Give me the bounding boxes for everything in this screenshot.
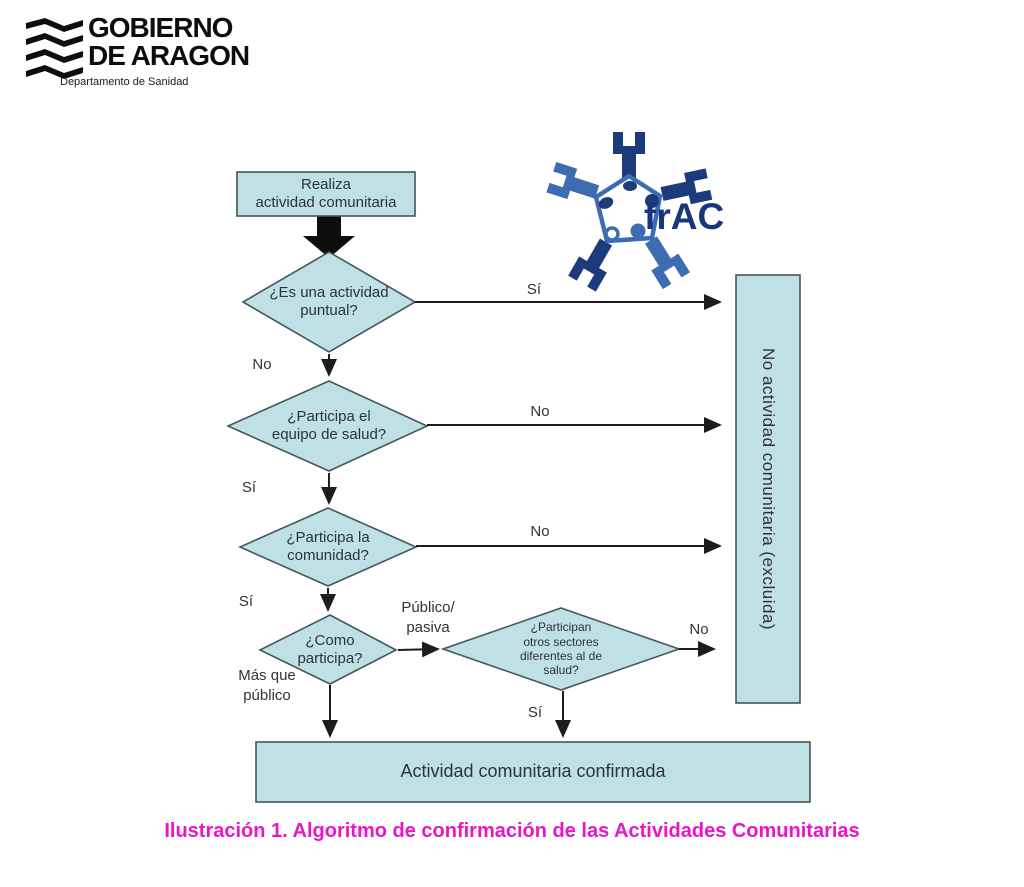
- frac-logo-icon: [546, 132, 713, 292]
- aragon-logo-subtitle: Departamento de Sanidad: [60, 76, 189, 88]
- edge-label-comunidad-no: No: [530, 523, 550, 540]
- decision-sectores-label: ¿Participan otros sectores diferentes al…: [519, 620, 603, 678]
- edge-label-puntual-si: Sí: [526, 281, 542, 298]
- decision-como-label: ¿Como participa?: [297, 631, 363, 667]
- decision-como-shape: [258, 614, 398, 685]
- edge-label-equipo-no: No: [530, 403, 550, 420]
- start-node-label: Realiza actividad comunitaria: [255, 175, 397, 211]
- decision-puntual-shape: [241, 251, 417, 353]
- excluded-node-label: No actividad comunitaria (excluida): [759, 347, 778, 631]
- decision-sectores-shape: [440, 607, 682, 691]
- edge-label-como-publico: Público/ pasiva: [401, 599, 455, 636]
- aragon-logo-icon: [26, 18, 83, 79]
- confirmed-node-label: Actividad comunitaria confirmada: [400, 761, 666, 782]
- decision-comunidad-shape: [238, 507, 418, 587]
- confirmed-node-shape: [255, 741, 811, 803]
- edge-label-sectores-no: No: [689, 621, 709, 638]
- start-block-arrow: [303, 216, 355, 258]
- edge-label-comunidad-si: Sí: [238, 593, 254, 610]
- edge-label-como-masque: Más que público: [238, 667, 296, 704]
- decision-equipo-label: ¿Participa el equipo de salud?: [271, 407, 387, 443]
- edge-label-sectores-si: Sí: [527, 704, 543, 721]
- flow-connectors: [320, 294, 722, 738]
- edge-label-puntual-no: No: [252, 356, 272, 373]
- excluded-node-shape: [735, 274, 801, 704]
- aragon-logo-title: GOBIERNO DE ARAGON: [88, 12, 250, 71]
- decision-equipo-shape: [226, 380, 429, 472]
- frac-logo-label: frAC: [644, 196, 725, 237]
- aragon-logo: GOBIERNO DE ARAGON Departamento de Sanid…: [26, 14, 306, 106]
- figure-caption: Ilustración 1. Algoritmo de confirmación…: [164, 820, 860, 842]
- start-node-shape: [236, 171, 416, 217]
- decision-puntual-label: ¿Es una actividad puntual?: [269, 283, 389, 319]
- decision-comunidad-label: ¿Participa la comunidad?: [286, 528, 370, 564]
- edge-label-equipo-si: Sí: [241, 479, 257, 496]
